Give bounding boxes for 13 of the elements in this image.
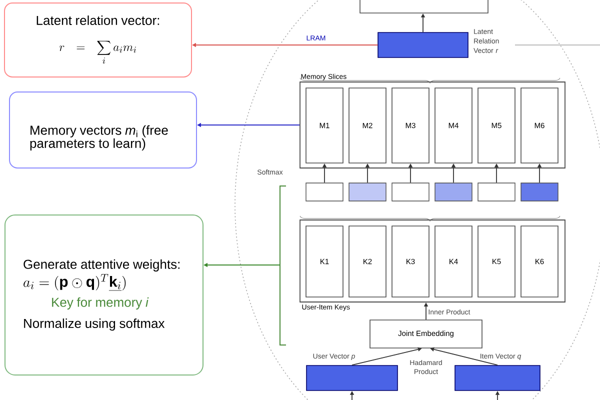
callout-box: Generate attentive weights: $a_i = (\mathbf{p} \odot \mathbf{q})^T \underline{\mathbf{k}_i})$ Key for memory i Normalize using softmax [4, 214, 204, 376]
vector-bar [306, 365, 398, 391]
softmax-weight-box [478, 182, 516, 202]
vector-bar [454, 365, 540, 391]
vector-bar [378, 32, 468, 58]
layer-box [360, 0, 488, 14]
softmax-weight-box [392, 182, 430, 202]
callout-box: Memory vectors m$_{i}$ (free parameters to learn) [9, 92, 197, 168]
softmax-weight-box [520, 182, 558, 202]
softmax-weight-box [348, 182, 386, 202]
softmax-weight-box [306, 182, 344, 202]
callout-box: Latent relation vector: $r = \sum_i a_i m_i$ [4, 2, 192, 78]
softmax-weight-box [434, 182, 472, 202]
